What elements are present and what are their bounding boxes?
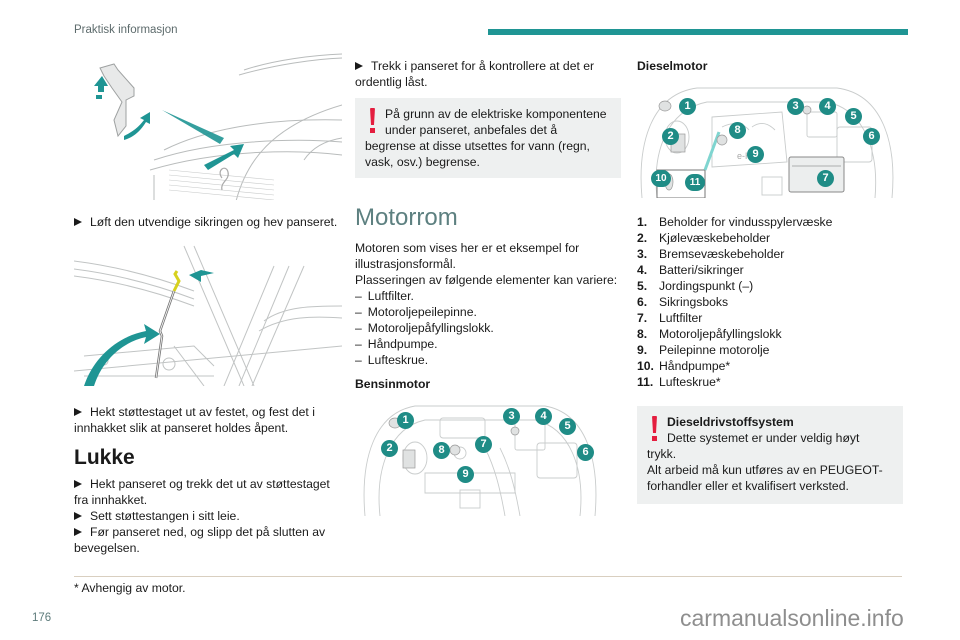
step-lift-hood: Løft den utvendige sikringen og hev pans… bbox=[74, 214, 342, 230]
diagram-badge: 7 bbox=[475, 436, 492, 453]
diagram-badge: 10 bbox=[651, 170, 671, 187]
diagram-badge: 2 bbox=[381, 440, 398, 457]
section-title: Praktisk informasjon bbox=[74, 24, 178, 36]
diagram-badge: 1 bbox=[397, 412, 414, 429]
hood-prop-rod-illustration bbox=[74, 236, 342, 386]
diesel-warning-box: Dieseldrivstoffsystem Dette systemet er … bbox=[637, 406, 903, 504]
step-check-lock: Trekk i panseret for å kontrollere at de… bbox=[355, 58, 621, 90]
step-hook-rod: Hekt støttestaget ut av festet, og fest … bbox=[74, 404, 342, 436]
warning-text-cont: trykk. bbox=[647, 447, 677, 461]
diagram-badge: 4 bbox=[819, 98, 836, 115]
legend-item: 9.Peilepinne motorolje bbox=[637, 343, 770, 357]
diagram-badge: 11 bbox=[685, 174, 705, 191]
hood-release-illustration bbox=[74, 50, 342, 200]
step-text: Hekt panseret og trekk det ut av støttes… bbox=[74, 477, 330, 507]
legend-item: 2.Kjølevæskebeholder bbox=[637, 231, 771, 245]
list-item: Lufteskrue. bbox=[355, 352, 621, 368]
list-item: Motoroljepeilepinne. bbox=[355, 304, 621, 320]
warning-title: Dieseldrivstoffsystem bbox=[667, 415, 794, 429]
diagram-badge: 8 bbox=[729, 122, 746, 139]
list-item: Motoroljepåfyllingslokk. bbox=[355, 320, 621, 336]
header-accent-bar bbox=[488, 29, 908, 35]
bullet-arrow-icon bbox=[74, 480, 82, 488]
diagram-badge: 9 bbox=[747, 146, 764, 163]
legend-item: 7.Luftfilter bbox=[637, 311, 703, 325]
step-text: Hekt støttestaget ut av festet, og fest … bbox=[74, 405, 315, 435]
warning-text: Dette systemet er under veldig høyt bbox=[667, 431, 860, 445]
diagram-badge: 5 bbox=[559, 418, 576, 435]
legend-item: 11.Lufteskrue* bbox=[637, 375, 721, 389]
step-text: Før panseret ned, og slipp det på slutte… bbox=[74, 525, 326, 555]
bullet-arrow-icon bbox=[74, 512, 82, 520]
page-number: 176 bbox=[32, 612, 52, 624]
motorrom-heading: Motorrom bbox=[355, 204, 458, 231]
legend-item: 4.Batteri/sikringer bbox=[637, 263, 744, 277]
legend-item: 5.Jordingspunkt (–) bbox=[637, 279, 754, 293]
diagram-badge: 3 bbox=[787, 98, 804, 115]
bullet-arrow-icon bbox=[355, 62, 363, 70]
warning-text: På grunn av de elektriske komponentene u… bbox=[385, 107, 607, 137]
diesel-engine-diagram: e-HDi 1 2 3 4 5 6 7 8 9 10 11 bbox=[637, 82, 899, 198]
engine-parts-legend: 1.Beholder for vindusspylervæske 2.Kjøle… bbox=[637, 214, 903, 390]
diagram-badge: 6 bbox=[577, 444, 594, 461]
legend-item: 10.Håndpumpe* bbox=[637, 359, 731, 373]
diagram-badge: 2 bbox=[662, 128, 679, 145]
diagram-badge: 9 bbox=[457, 466, 474, 483]
step-text: Sett støttestangen i sitt leie. bbox=[90, 509, 240, 523]
watermark: carmanualsonline.info bbox=[680, 605, 904, 631]
diagram-badge: 4 bbox=[535, 408, 552, 425]
column-1: Løft den utvendige sikringen og hev pans… bbox=[74, 50, 342, 556]
list-item: Luftfilter. bbox=[355, 288, 621, 304]
diagram-badge: 7 bbox=[817, 170, 834, 187]
bullet-arrow-icon bbox=[74, 218, 82, 226]
footnote-divider bbox=[74, 576, 902, 577]
footnote: * Avhengig av motor. bbox=[74, 581, 186, 595]
diagram-badge: 8 bbox=[433, 442, 450, 459]
step-text: Trekk i panseret for å kontrollere at de… bbox=[355, 59, 595, 89]
motorrom-intro: Motoren som vises her er et eksempel for… bbox=[355, 241, 580, 271]
column-2: Trekk i panseret for å kontrollere at de… bbox=[355, 58, 621, 516]
legend-item: 8.Motoroljepåfyllingslokk bbox=[637, 327, 782, 341]
petrol-engine-diagram: 1 2 3 4 5 6 7 8 9 bbox=[355, 398, 605, 516]
variable-items-list: Luftfilter. Motoroljepeilepinne. Motorol… bbox=[355, 288, 621, 368]
bullet-arrow-icon bbox=[74, 528, 82, 536]
diagram-badge: 5 bbox=[845, 108, 862, 125]
bullet-arrow-icon bbox=[74, 408, 82, 416]
warning-text-detail: Alt arbeid må kun utføres av en PEUGEOT-… bbox=[647, 463, 883, 493]
list-item: Håndpumpe. bbox=[355, 336, 621, 352]
exclamation-icon bbox=[367, 108, 377, 134]
lukke-step-1: Hekt panseret og trekk det ut av støttes… bbox=[74, 476, 342, 508]
column-3: Dieselmotor bbox=[637, 58, 903, 504]
legend-item: 3.Bremsevæskebeholder bbox=[637, 247, 785, 261]
bensinmotor-heading: Bensinmotor bbox=[355, 377, 431, 391]
step-text: Løft den utvendige sikringen og hev pans… bbox=[90, 215, 338, 229]
lukke-step-2: Sett støttestangen i sitt leie. bbox=[74, 508, 342, 524]
lukke-step-3: Før panseret ned, og slipp det på slutte… bbox=[74, 524, 342, 556]
motorrom-variation-note: Plasseringen av følgende elementer kan v… bbox=[355, 273, 618, 287]
diagram-badge: 6 bbox=[863, 128, 880, 145]
exclamation-icon bbox=[649, 416, 659, 442]
legend-item: 6.Sikringsboks bbox=[637, 295, 729, 309]
water-warning-box: På grunn av de elektriske komponentene u… bbox=[355, 98, 621, 178]
dieselmotor-heading: Dieselmotor bbox=[637, 59, 708, 73]
legend-item: 1.Beholder for vindusspylervæske bbox=[637, 215, 833, 229]
warning-text-cont: begrense at disse utsettes for vann (reg… bbox=[365, 139, 590, 169]
lukke-heading: Lukke bbox=[74, 446, 135, 469]
diagram-badge: 3 bbox=[503, 408, 520, 425]
diagram-badge: 1 bbox=[679, 98, 696, 115]
